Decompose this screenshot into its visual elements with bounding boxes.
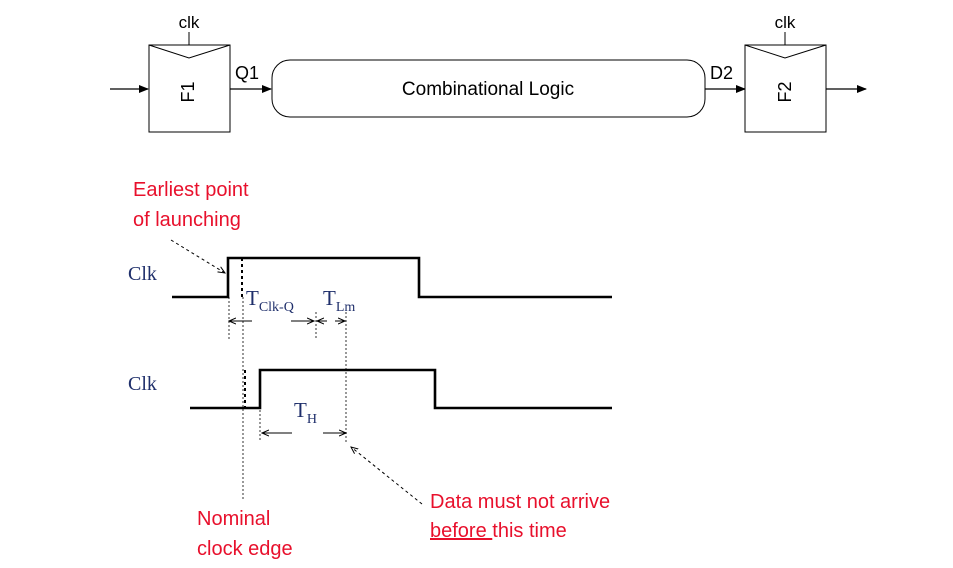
nominal-line2: clock edge: [197, 538, 293, 560]
clock-waveform-row1: [172, 256, 612, 299]
ff1-name: F1: [178, 81, 198, 102]
timing-row-2: Clk TH: [128, 368, 612, 433]
t-lm-label: TLm: [323, 286, 355, 315]
data-line2: before this time: [430, 520, 567, 542]
ff2-clock-label: clk: [775, 13, 796, 32]
annotation-data-arrival: Data must not arrive before this time: [430, 491, 610, 542]
earliest-pointer: [170, 239, 225, 273]
q1-label: Q1: [235, 63, 259, 83]
timing-row-1: Clk TClk-Q TLm: [128, 239, 612, 321]
flip-flop-f1: clk F1: [148, 13, 231, 133]
data-line1: Data must not arrive: [430, 491, 610, 513]
clock-waveform-row2: [190, 368, 612, 410]
clock-label-row1: Clk: [128, 263, 157, 285]
clock-triangle-icon: [744, 44, 827, 59]
circuit: clk F1 Q1 Combinational Logic D2 clk F2: [110, 13, 867, 133]
annotation-nominal: Nominal clock edge: [197, 508, 293, 560]
annotation-earliest: Earliest point of launching: [133, 179, 249, 231]
clock-triangle-icon: [148, 44, 231, 59]
d2-label: D2: [710, 63, 733, 83]
t-clkq-label: TClk-Q: [246, 286, 294, 315]
nominal-line1: Nominal: [197, 508, 270, 530]
clock-label-row2: Clk: [128, 373, 157, 395]
ff2-name: F2: [775, 81, 795, 102]
logic-label: Combinational Logic: [402, 79, 574, 100]
data-arrival-pointer: [351, 447, 423, 505]
earliest-line2: of launching: [133, 209, 241, 231]
underlined-before: before: [430, 520, 492, 542]
ff1-clock-label: clk: [179, 13, 200, 32]
combinational-logic-block: Combinational Logic: [271, 59, 706, 118]
t-h-label: TH: [294, 398, 317, 427]
flip-flop-f2: clk F2: [744, 13, 827, 133]
earliest-line1: Earliest point: [133, 179, 249, 201]
